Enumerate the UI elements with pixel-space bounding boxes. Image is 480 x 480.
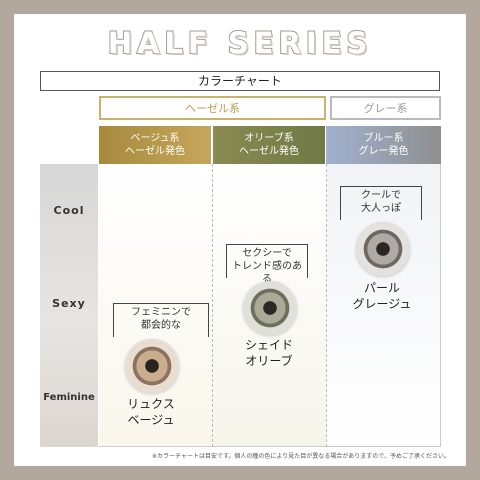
column-divider xyxy=(326,164,327,447)
chart-body xyxy=(99,164,441,447)
lens-luxe-beige-image xyxy=(125,339,179,393)
chart-label: カラーチャート xyxy=(40,71,440,91)
lens-name-line: グレージュ xyxy=(352,297,412,311)
group-hazel: ヘーゼル系 xyxy=(99,96,326,120)
lens-tag-bubble: セクシーで トレンド感のある xyxy=(226,244,308,285)
lens-tag-line: フェミニンで xyxy=(131,307,191,318)
column-header-line: ベージュ系 xyxy=(130,133,180,144)
lens-name-line: シェイド xyxy=(244,338,293,352)
column-cell-gray xyxy=(327,164,441,447)
lens-name-line: オリーブ xyxy=(245,354,293,368)
lens-name-line: ベージュ xyxy=(127,413,175,427)
column-header-line: ブルー系 xyxy=(363,133,404,144)
lens-tag-bubble: クールで 大人っぽ xyxy=(340,186,422,220)
lens-shade-olive-image xyxy=(243,281,297,335)
lens-tag-line: 都会的な xyxy=(141,320,181,331)
column-divider xyxy=(212,164,213,447)
column-header-line: ヘーゼル発色 xyxy=(239,146,299,157)
footnote: ※カラーチャートは目安です。個人の瞳の色により見た目が異なる場合がありますので、… xyxy=(151,453,450,460)
lens-pearl-greige-image xyxy=(356,222,410,276)
column-header-blue: ブルー系 グレー発色 xyxy=(326,126,441,164)
lens-tag-bubble: フェミニンで 都会的な xyxy=(113,303,209,337)
column-header-line: グレー発色 xyxy=(358,146,409,157)
column-header-line: ヘーゼル発色 xyxy=(125,146,185,157)
lens-name: シェイド オリーブ xyxy=(230,337,308,369)
lens-tag-line: トレンド感のある xyxy=(232,261,302,285)
lens-name: リュクス ベージュ xyxy=(112,396,190,428)
lens-name-line: パール xyxy=(363,281,400,295)
lens-name-line: リュクス xyxy=(127,397,175,411)
row-label-strip xyxy=(40,164,98,447)
row-label-cool: Cool xyxy=(53,204,85,217)
page-title: HALF SERIES xyxy=(107,25,373,61)
column-header-olive: オリーブ系 ヘーゼル発色 xyxy=(213,126,325,164)
row-label-sexy: Sexy xyxy=(52,297,86,310)
column-header-line: オリーブ系 xyxy=(244,133,294,144)
row-label-feminine: Feminine xyxy=(43,392,95,403)
group-gray: グレー系 xyxy=(330,96,441,120)
lens-name: パール グレージュ xyxy=(343,280,421,312)
lens-tag-line: クールで xyxy=(361,190,401,201)
lens-tag-line: 大人っぽ xyxy=(361,203,401,214)
lens-tag-line: セクシーで xyxy=(242,248,292,259)
column-cell-beige xyxy=(99,164,212,447)
column-header-beige: ベージュ系 ヘーゼル発色 xyxy=(99,126,211,164)
